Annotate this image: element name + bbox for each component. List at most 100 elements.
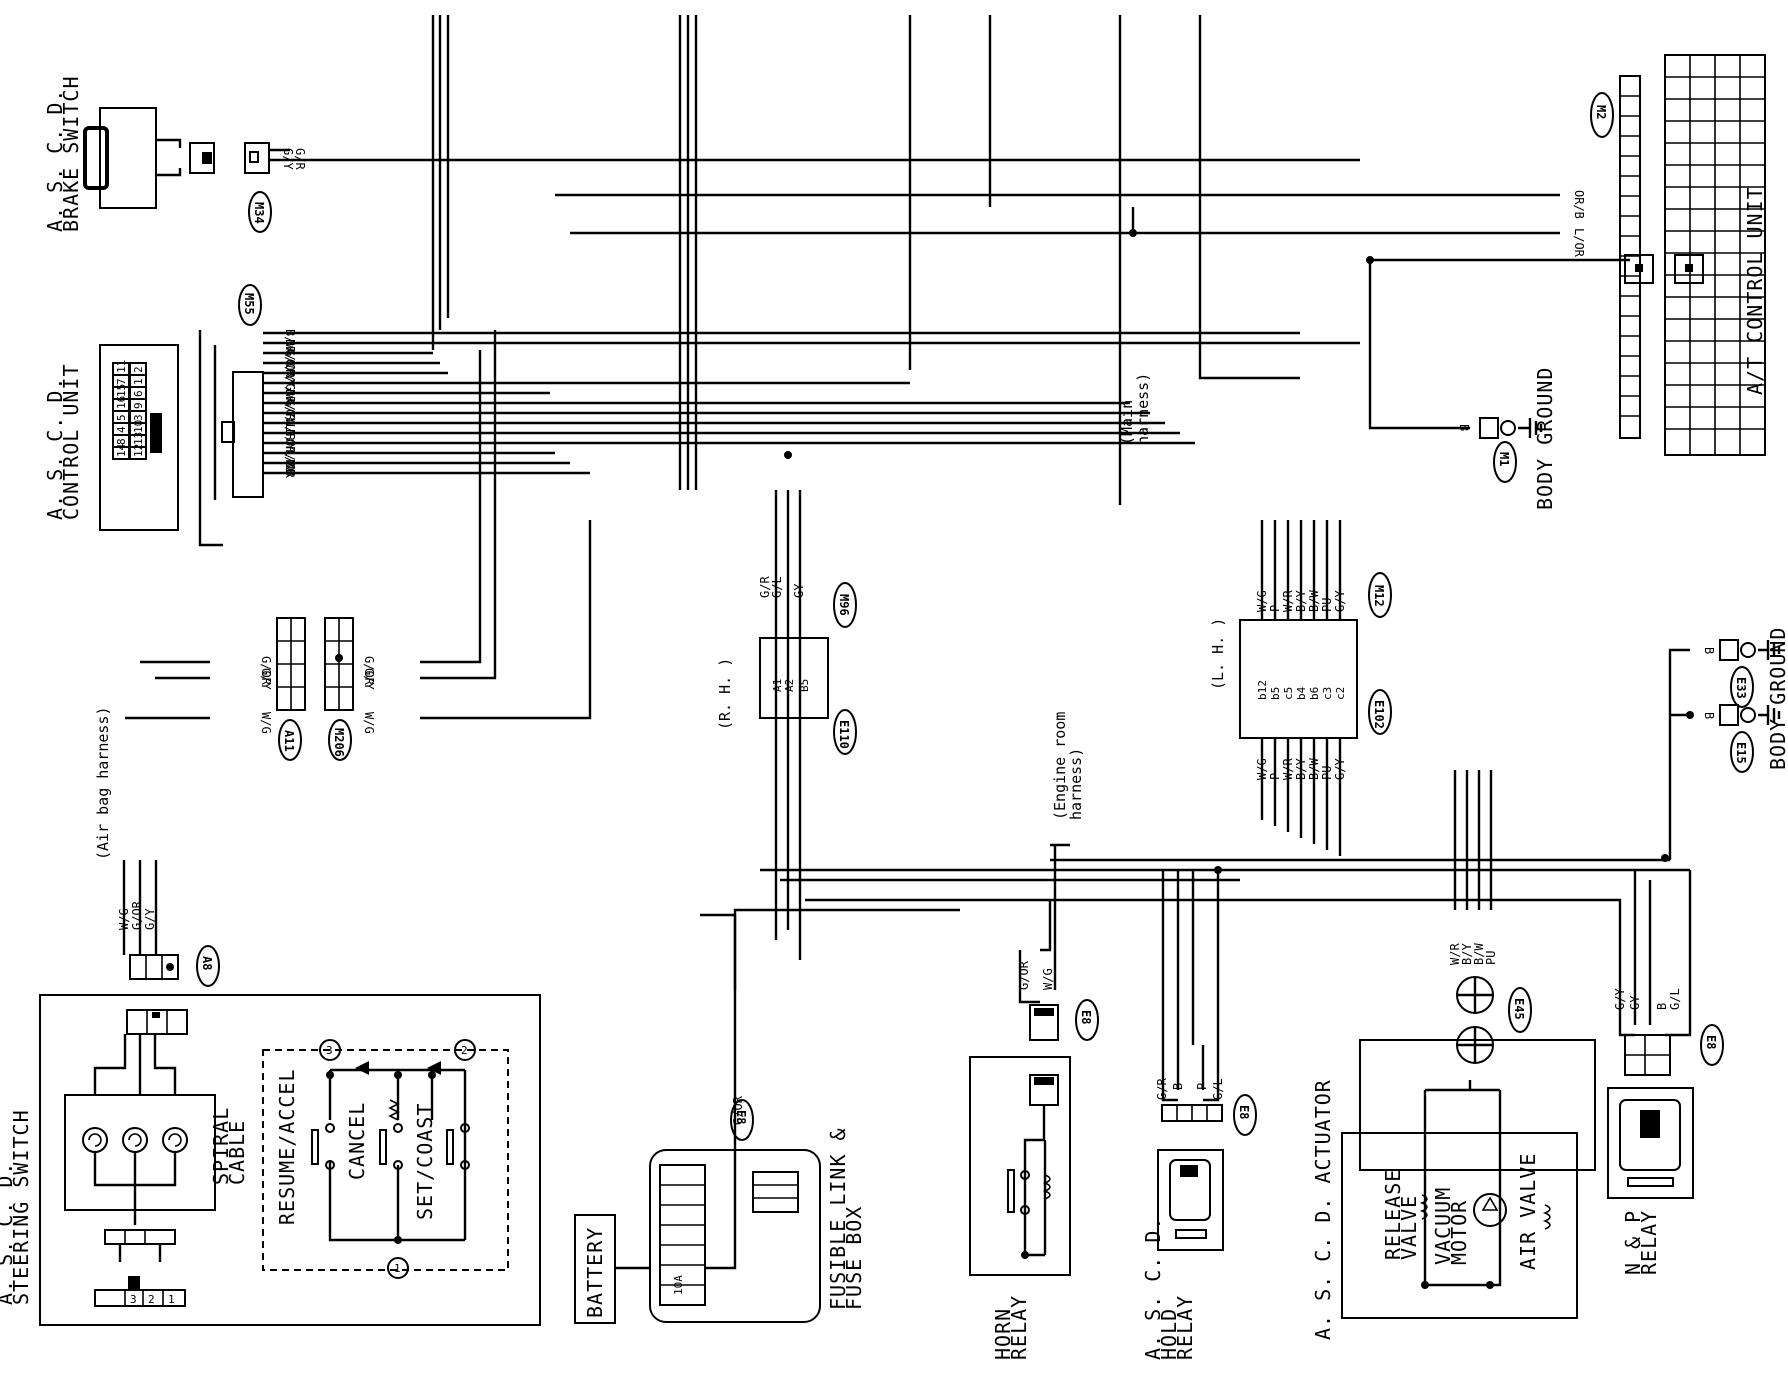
cu-wires: B/WBR/WG/ORG/YR/GY/WBR/YG/RG/LW/RB/YOR/B… [263, 329, 1360, 479]
a8-wire-wg: W/G [117, 908, 131, 930]
act-wire-bw: B/W [1472, 943, 1486, 965]
horn-wire-wg: W/G [1041, 968, 1055, 990]
lh-wire-label-bottom: W/G [1255, 758, 1269, 780]
tag-e33: E33 [1734, 677, 1748, 699]
rh-wire-gl: G/L [770, 576, 784, 598]
tag-e8-horn: E8 [1079, 1010, 1093, 1024]
actuator-label: A. S. C. D. ACTUATOR [1311, 1079, 1335, 1340]
harness-engine-room: (Engine room [1051, 712, 1069, 820]
np-relay: G/Y GY B G/L E8 N & P RELAY [1607, 980, 1724, 1275]
cu-pin-7: 7 [115, 378, 128, 385]
body-ground-m1-label: BODY GROUND [1533, 367, 1557, 510]
at-control-unit: A/T CONTROL UNIT M2 OR/B L/OR [555, 54, 1767, 456]
fuse-wire-gor: G/OR [731, 1095, 745, 1125]
top-trunk-lines [431, 15, 1300, 505]
at-pin-grid [1620, 54, 1765, 455]
bus-lines [700, 843, 1692, 1045]
m1-wire-b: B [1457, 424, 1471, 431]
act-wire-by: B/Y [1460, 943, 1474, 965]
a8-wire-gy: G/Y [143, 908, 157, 930]
tag-e8-hold: E8 [1237, 1105, 1251, 1119]
lh-wire-label-bottom: G/Y [1333, 758, 1347, 780]
lh-wire-label-bottom: PU [1320, 766, 1334, 780]
tag-m96: M96 [837, 594, 851, 616]
cu-pin-5: 5 [115, 414, 128, 421]
cu-pin-4: 4 [115, 426, 128, 433]
a11-wire-wg: W/G [259, 712, 273, 734]
tag-e8-np: E8 [1704, 1035, 1718, 1049]
np-wire-gy: G/Y [1613, 988, 1627, 1010]
lh-pin-b12: b12 [1256, 680, 1269, 700]
connector-a11-m206: G/OR G/Y W/G G/OR G/Y W/G A11 M206 [125, 330, 592, 761]
np-relay-label-1: N & P [1621, 1210, 1645, 1275]
battery-fuse: BATTERY 10A G/OR E8 FUSIBLE LINK & FUSE … [574, 908, 960, 1324]
lh-pin-b4: b4 [1295, 686, 1308, 700]
lh-pin-b6: b6 [1308, 687, 1321, 700]
spiral-cable-label-1: SPIRAL [209, 1107, 233, 1185]
tag-e45: E45 [1512, 998, 1526, 1020]
cu-pin-6: 6 [132, 390, 145, 397]
fusible-link-label-1: FUSIBLE LINK & [826, 1127, 850, 1310]
brake-switch-label-2: BRAKE SWITCH [59, 76, 83, 233]
lh-pin-b5: b5 [1269, 687, 1282, 700]
rh-pin-a2: A2 [783, 679, 796, 692]
tag-a11: A11 [282, 730, 296, 752]
fuse-rating: 10A [672, 1275, 685, 1295]
tag-e110: E110 [837, 720, 851, 749]
cu-pin-11: 11 [115, 360, 128, 373]
tag-m2: M2 [1594, 105, 1608, 119]
brake-switch-label-1: A. S. C. D. [43, 89, 67, 232]
vacuum-motor-label-1: VACUUM [1431, 1187, 1455, 1265]
tag-a8: A8 [200, 956, 214, 970]
battery-label: BATTERY [583, 1227, 607, 1318]
fusible-link-label-2: FUSE BOX [842, 1206, 866, 1310]
cu-pin-2: 2 [132, 366, 145, 373]
m206-wire-wg: W/G [362, 712, 376, 734]
harness-main: (Main [1118, 400, 1136, 445]
tag-e15: E15 [1734, 742, 1748, 764]
a11-wire-gor: G/OR [259, 656, 273, 686]
switch-node-1: 1 [394, 1262, 401, 1275]
spiral-cable-label-2: CABLE [225, 1120, 249, 1185]
body-ground-m1: B M1 BODY GROUND [1368, 260, 1557, 510]
a11-wire-gy: G/Y [259, 668, 273, 690]
hold-wire-gl: G/L [1211, 1078, 1225, 1100]
cu-wire-label: Y/W [283, 379, 297, 401]
lh-wire-label-bottom: W/R [1281, 758, 1295, 780]
ascd-actuator: W/R B/Y B/W PU E45 RELEASE VALVE VACUUM … [1311, 770, 1596, 1340]
lh-wire-label-bottom: P [1268, 773, 1282, 780]
body-ground-e-label: BODY GROUND [1766, 627, 1788, 770]
tag-m1: M1 [1497, 452, 1511, 466]
release-valve-label-1: RELEASE [1381, 1169, 1405, 1260]
e15-wire-b: B [1702, 712, 1716, 719]
lh-wire-label-top: W/G [1255, 590, 1269, 612]
rh-wire-gr: G/R [758, 576, 772, 598]
cu-pin-3: 3 [132, 414, 145, 421]
rh-pin-a1: A1 [771, 679, 784, 692]
cu-label-2: CONTROL UNIT [59, 364, 83, 521]
lh-wire-label-bottom: B/W [1307, 758, 1321, 780]
lh-wire-label-top: PU [1320, 598, 1334, 612]
switch-node-2: 2 [461, 1044, 468, 1057]
hold-relay-label-1: A. S. C. D. [1141, 1217, 1165, 1360]
np-wire-gl: G/L [1668, 988, 1682, 1010]
hold-relay-label-2: HOLD [1157, 1308, 1181, 1360]
horn-wire-gor: G/OR [1017, 960, 1031, 990]
steering-switch-label-1: A. S. C. D. [0, 1162, 17, 1305]
rh-pin-b5: B5 [798, 679, 811, 692]
m206-wire-gor: G/OR [362, 656, 376, 686]
hold-wire-gr: G/R [1155, 1078, 1169, 1100]
harness-rh: (R. H. ) [716, 658, 734, 730]
hold-wire-b: B [1171, 1083, 1185, 1090]
steering-pin-1: 1 [168, 1293, 175, 1306]
cu-pin-9: 9 [132, 402, 145, 409]
cu-pin-cell [129, 362, 147, 376]
cu-pin-8: 8 [115, 438, 128, 445]
tag-m34: M34 [252, 202, 266, 224]
lh-wire-label-top: B/W [1307, 590, 1321, 612]
at-wire-lor: L/OR [1572, 228, 1586, 258]
cu-wire-label: G/R [283, 399, 297, 421]
lh-wire-label-top: W/R [1281, 590, 1295, 612]
